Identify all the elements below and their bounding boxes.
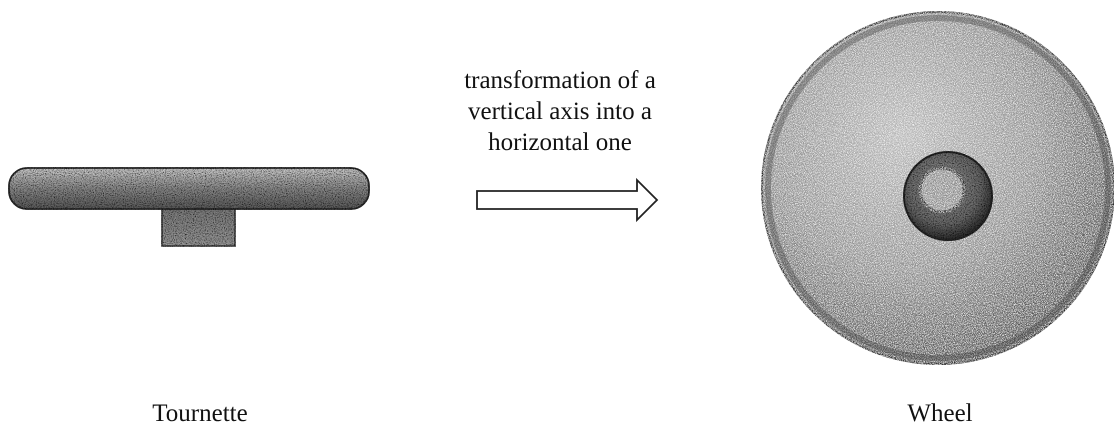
tournette-plate (8, 167, 370, 210)
transformation-line-2: vertical axis into a (468, 98, 652, 125)
transformation-line-3: horizontal one (488, 129, 632, 156)
wheel-drawing (761, 11, 1114, 365)
wheel-axle-hole (918, 166, 966, 214)
tournette-drawing (8, 167, 370, 247)
transformation-arrow (476, 177, 659, 223)
wheel-label: Wheel (907, 400, 973, 427)
transformation-line-1: transformation of a (464, 67, 656, 94)
wheel-rim-shadow (765, 15, 1111, 361)
tournette-stem (161, 203, 236, 247)
transformation-description: transformation of a vertical axis into a… (420, 65, 700, 158)
arrow-shape (476, 177, 659, 223)
tournette-label: Tournette (152, 400, 248, 427)
